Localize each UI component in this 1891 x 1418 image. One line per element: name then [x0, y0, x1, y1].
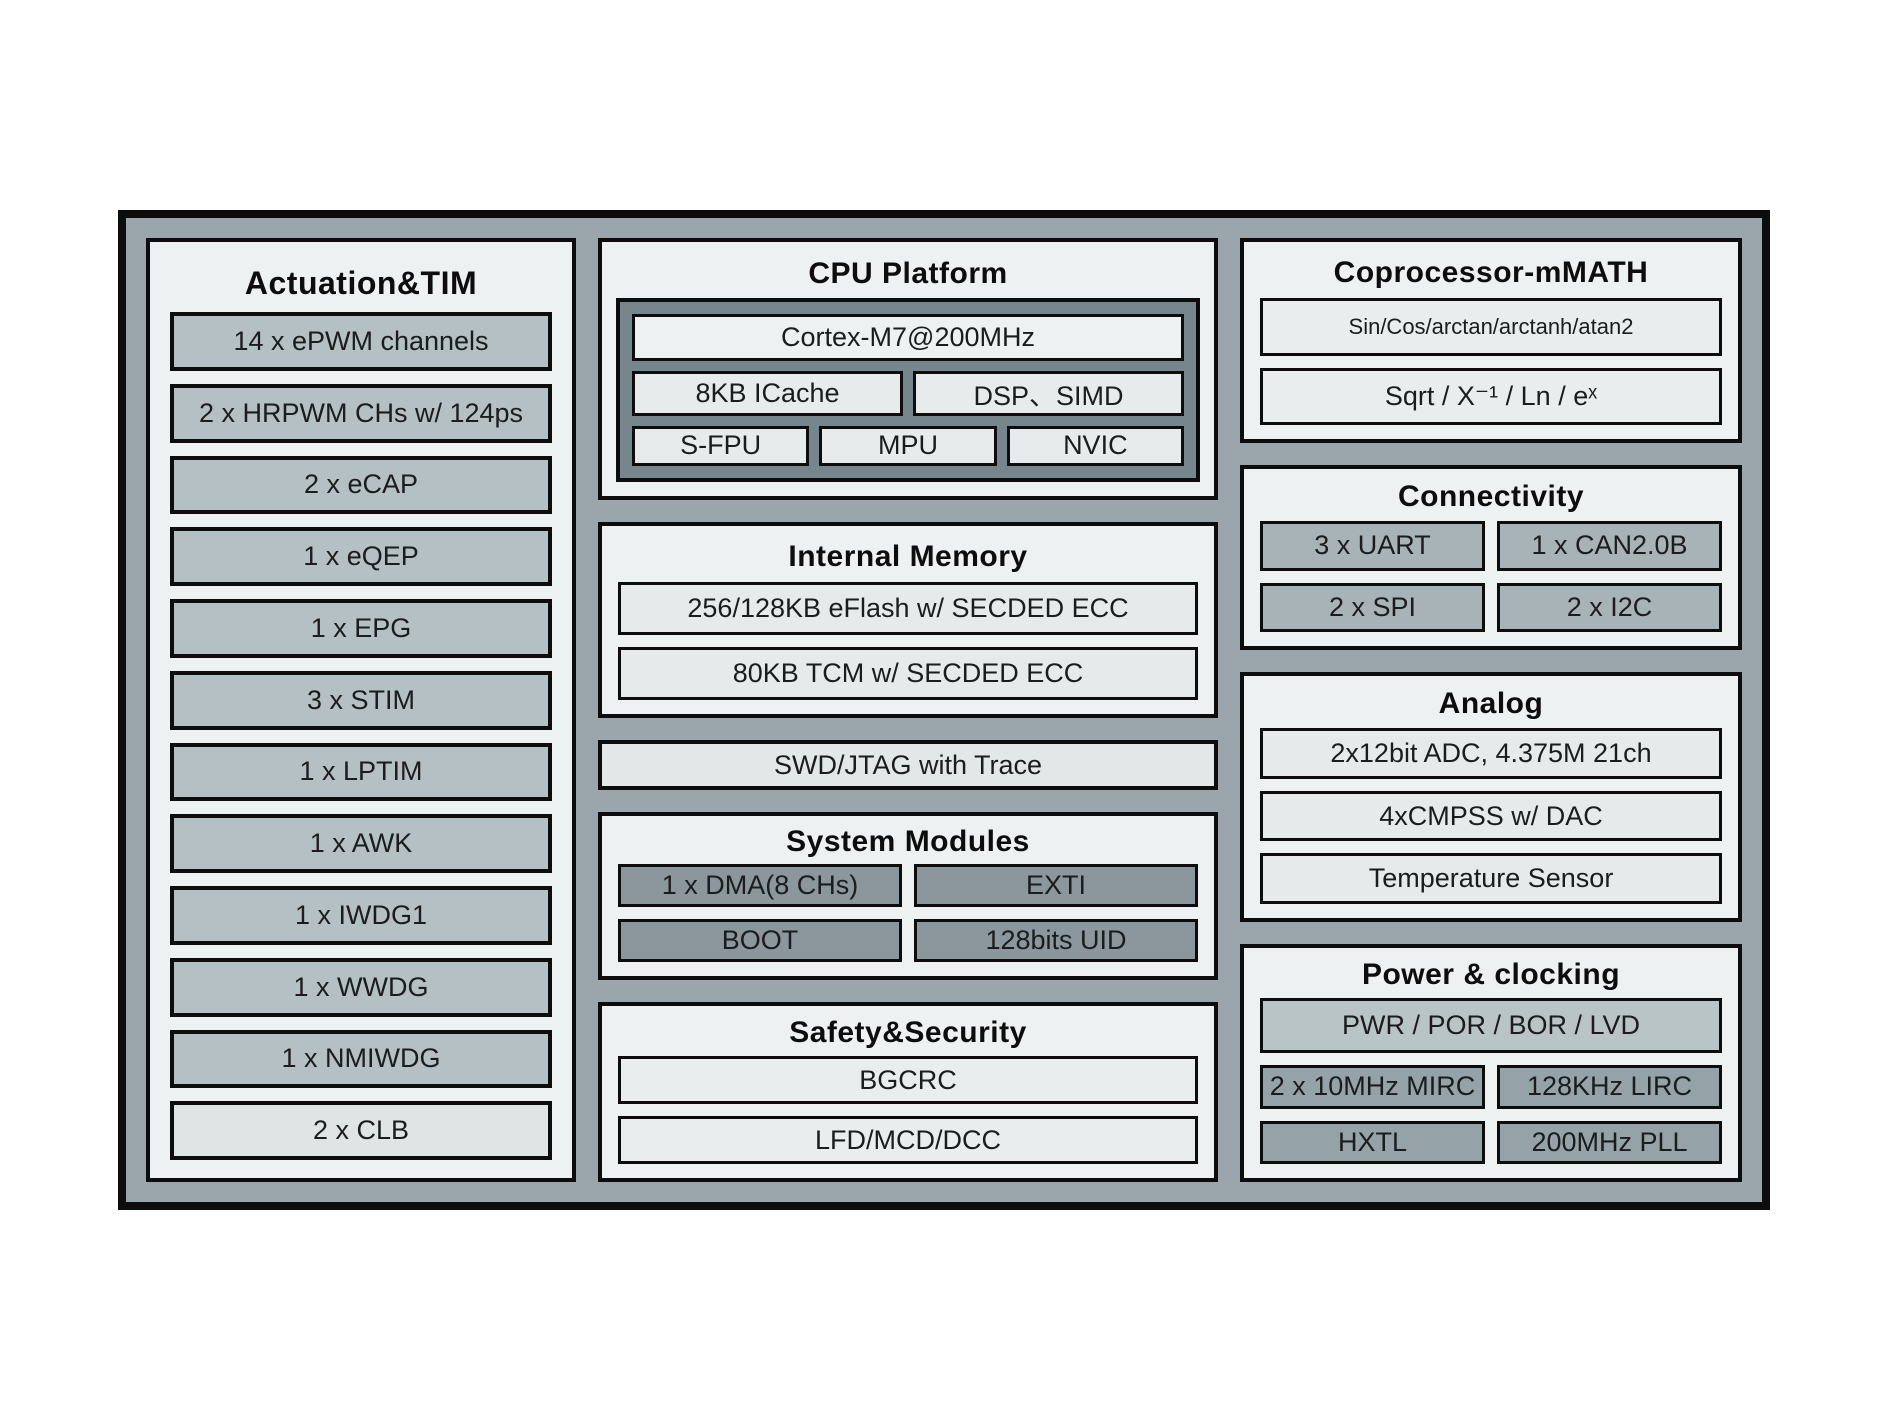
- internal-memory-rows: 256/128KB eFlash w/ SECDED ECC 80KB TCM …: [618, 582, 1198, 700]
- block-wwdg: 1 x WWDG: [170, 957, 552, 1017]
- block-temp-sensor: Temperature Sensor: [1260, 853, 1722, 905]
- block-swd-jtag: SWD/JTAG with Trace: [598, 740, 1218, 790]
- internal-memory-title: Internal Memory: [788, 540, 1028, 573]
- block-nvic: NVIC: [1006, 425, 1184, 466]
- analog-rows: 2x12bit ADC, 4.375M 21ch 4xCMPSS w/ DAC …: [1260, 728, 1722, 905]
- block-sfpu: S-FPU: [632, 425, 810, 466]
- connectivity-panel: Connectivity 3 x UART 1 x CAN2.0B 2 x SP…: [1240, 465, 1742, 650]
- coprocessor-mmath-panel: Coprocessor-mMATH Sin/Cos/arctan/arctanh…: [1240, 238, 1742, 443]
- cpu-platform-title: CPU Platform: [808, 257, 1008, 290]
- block-stim: 3 x STIM: [170, 670, 552, 730]
- block-ecap: 2 x eCAP: [170, 455, 552, 515]
- block-uid: 128bits UID: [914, 919, 1198, 962]
- block-pwr-por-bor-lvd: PWR / POR / BOR / LVD: [1260, 998, 1722, 1054]
- system-modules-panel: System Modules 1 x DMA(8 CHs) EXTI BOOT …: [598, 812, 1218, 980]
- block-sqrt-ln-exp: Sqrt / X⁻¹ / Ln / eˣ: [1260, 367, 1722, 425]
- cpu-platform-panel: CPU Platform Cortex-M7@200MHz 8KB ICache…: [598, 238, 1218, 500]
- block-adc: 2x12bit ADC, 4.375M 21ch: [1260, 728, 1722, 779]
- power-clocking-rows: PWR / POR / BOR / LVD 2 x 10MHz MIRC 128…: [1260, 998, 1722, 1164]
- connectivity-grid: 3 x UART 1 x CAN2.0B 2 x SPI 2 x I2C: [1260, 521, 1722, 632]
- cpu-row-cache: 8KB ICache DSP、SIMD: [632, 370, 1184, 416]
- block-i2c: 2 x I2C: [1497, 582, 1722, 632]
- actuation-tim-title: Actuation&TIM: [244, 264, 478, 301]
- block-exti: EXTI: [914, 864, 1198, 907]
- coprocessor-mmath-rows: Sin/Cos/arctan/arctanh/atan2 Sqrt / X⁻¹ …: [1260, 298, 1722, 425]
- cpu-core-container: Cortex-M7@200MHz 8KB ICache DSP、SIMD S-F…: [616, 298, 1200, 482]
- connectivity-title: Connectivity: [1397, 480, 1585, 513]
- safety-security-rows: BGCRC LFD/MCD/DCC: [618, 1056, 1198, 1164]
- power-clocking-grid: 2 x 10MHz MIRC 128KHz LIRC HXTL 200MHz P…: [1260, 1065, 1722, 1164]
- block-bgcrc: BGCRC: [618, 1056, 1198, 1104]
- column-cpu: CPU Platform Cortex-M7@200MHz 8KB ICache…: [598, 238, 1218, 1182]
- block-can: 1 x CAN2.0B: [1497, 521, 1722, 571]
- column-actuation: Actuation&TIM 14 x ePWM channels 2 x HRP…: [146, 238, 576, 1182]
- block-eflash: 256/128KB eFlash w/ SECDED ECC: [618, 582, 1198, 635]
- block-awk: 1 x AWK: [170, 814, 552, 873]
- block-cortex-m7: Cortex-M7@200MHz: [632, 314, 1184, 361]
- block-dma: 1 x DMA(8 CHs): [618, 864, 902, 907]
- block-epg: 1 x EPG: [170, 599, 552, 658]
- column-peripherals: Coprocessor-mMATH Sin/Cos/arctan/arctanh…: [1240, 238, 1742, 1182]
- actuation-tim-rows: 14 x ePWM channels 2 x HRPWM CHs w/ 124p…: [170, 312, 552, 1160]
- block-dsp-simd: DSP、SIMD: [913, 370, 1184, 416]
- block-pll: 200MHz PLL: [1497, 1120, 1722, 1164]
- block-trig-functions: Sin/Cos/arctan/arctanh/atan2: [1260, 298, 1722, 356]
- power-clocking-panel: Power & clocking PWR / POR / BOR / LVD 2…: [1240, 944, 1742, 1182]
- actuation-tim-panel: Actuation&TIM 14 x ePWM channels 2 x HRP…: [146, 238, 576, 1182]
- block-epwm: 14 x ePWM channels: [170, 312, 552, 371]
- block-lptim: 1 x LPTIM: [170, 742, 552, 802]
- block-clb: 2 x CLB: [170, 1101, 552, 1160]
- block-hxtl: HXTL: [1260, 1120, 1485, 1164]
- block-tcm: 80KB TCM w/ SECDED ECC: [618, 647, 1198, 700]
- cpu-row-units: S-FPU MPU NVIC: [632, 425, 1184, 466]
- block-spi: 2 x SPI: [1260, 582, 1485, 632]
- block-uart: 3 x UART: [1260, 521, 1485, 571]
- analog-panel: Analog 2x12bit ADC, 4.375M 21ch 4xCMPSS …: [1240, 672, 1742, 922]
- block-lirc: 128KHz LIRC: [1497, 1065, 1722, 1109]
- block-cmpss: 4xCMPSS w/ DAC: [1260, 790, 1722, 842]
- mcu-block-diagram: Actuation&TIM 14 x ePWM channels 2 x HRP…: [118, 210, 1770, 1210]
- safety-security-title: Safety&Security: [789, 1016, 1027, 1049]
- coprocessor-mmath-title: Coprocessor-mMATH: [1333, 256, 1649, 289]
- safety-security-panel: Safety&Security BGCRC LFD/MCD/DCC: [598, 1002, 1218, 1182]
- system-modules-title: System Modules: [786, 825, 1030, 858]
- block-eqep: 1 x eQEP: [170, 527, 552, 586]
- block-lfd-mcd-dcc: LFD/MCD/DCC: [618, 1116, 1198, 1164]
- block-icache: 8KB ICache: [632, 370, 903, 416]
- analog-title: Analog: [1438, 687, 1544, 720]
- block-boot: BOOT: [618, 919, 902, 962]
- block-nmiwdg: 1 x NMIWDG: [170, 1029, 552, 1089]
- internal-memory-panel: Internal Memory 256/128KB eFlash w/ SECD…: [598, 522, 1218, 718]
- system-modules-grid: 1 x DMA(8 CHs) EXTI BOOT 128bits UID: [618, 864, 1198, 962]
- block-hrpwm: 2 x HRPWM CHs w/ 124ps: [170, 383, 552, 443]
- block-mirc: 2 x 10MHz MIRC: [1260, 1065, 1485, 1109]
- power-clocking-title: Power & clocking: [1361, 958, 1621, 991]
- block-iwdg1: 1 x IWDG1: [170, 886, 552, 945]
- block-mpu: MPU: [819, 425, 997, 466]
